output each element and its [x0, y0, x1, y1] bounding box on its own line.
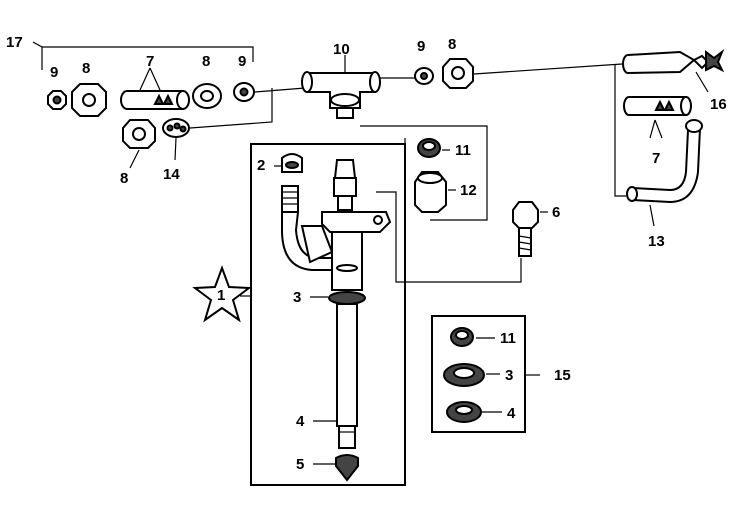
callout-11-top: 11: [455, 142, 471, 159]
nut-11-top: [417, 138, 441, 158]
tee-fitting-10: [301, 71, 381, 119]
callout-1: 1: [217, 287, 225, 304]
callout-3-injector: 3: [293, 289, 301, 306]
kit-nut-11: [450, 327, 474, 347]
nut-9-left: [47, 90, 67, 110]
nut-9-mid: [233, 82, 255, 102]
callout-11-kit: 11: [500, 330, 516, 347]
callout-16: 16: [710, 96, 727, 113]
kit-washer-3: [443, 363, 485, 387]
nut-8-right: [442, 58, 474, 89]
bolt-6: [512, 201, 539, 257]
bracket-17: [32, 41, 254, 70]
injector-1: [300, 159, 392, 449]
washer-14: [162, 118, 190, 138]
callout-8-right: 8: [448, 36, 456, 53]
kit-washer-4: [446, 401, 482, 423]
callout-7-right: 7: [652, 150, 660, 167]
bent-pipe-13: [626, 119, 703, 204]
star-1: [192, 265, 252, 323]
injector-group-box: [250, 143, 406, 486]
nut-12: [414, 171, 447, 213]
nut-8-lower: [122, 119, 156, 149]
callout-8-left: 8: [82, 60, 90, 77]
cap-2: [281, 153, 303, 173]
sleeve-7-left: [120, 90, 190, 110]
callout-17: 17: [6, 34, 23, 51]
callout-7-left: 7: [146, 53, 154, 70]
callout-14: 14: [163, 166, 180, 183]
callout-8-lower: 8: [120, 170, 128, 187]
callout-9-left: 9: [50, 64, 58, 81]
callout-12: 12: [460, 182, 477, 199]
callout-3-kit: 3: [505, 367, 513, 384]
callout-4-injector: 4: [296, 413, 305, 430]
pipe-16: [622, 49, 725, 74]
callout-8-mid: 8: [202, 53, 210, 70]
nut-8-mid: [192, 83, 222, 109]
callout-10: 10: [333, 41, 350, 58]
nut-9-right: [414, 67, 434, 85]
nut-8-left: [71, 83, 107, 117]
callout-13: 13: [648, 233, 665, 250]
callout-2: 2: [257, 157, 265, 174]
callout-15: 15: [554, 367, 571, 384]
callout-9-right: 9: [417, 38, 425, 55]
return-line: [281, 185, 333, 271]
seal-kit-box-15: [431, 315, 526, 433]
callout-9-mid: 9: [238, 53, 246, 70]
callout-5: 5: [296, 456, 304, 473]
sleeve-7-right: [623, 96, 692, 116]
callout-4-kit: 4: [507, 405, 516, 422]
callout-6: 6: [552, 204, 560, 221]
nozzle-5: [335, 454, 359, 482]
